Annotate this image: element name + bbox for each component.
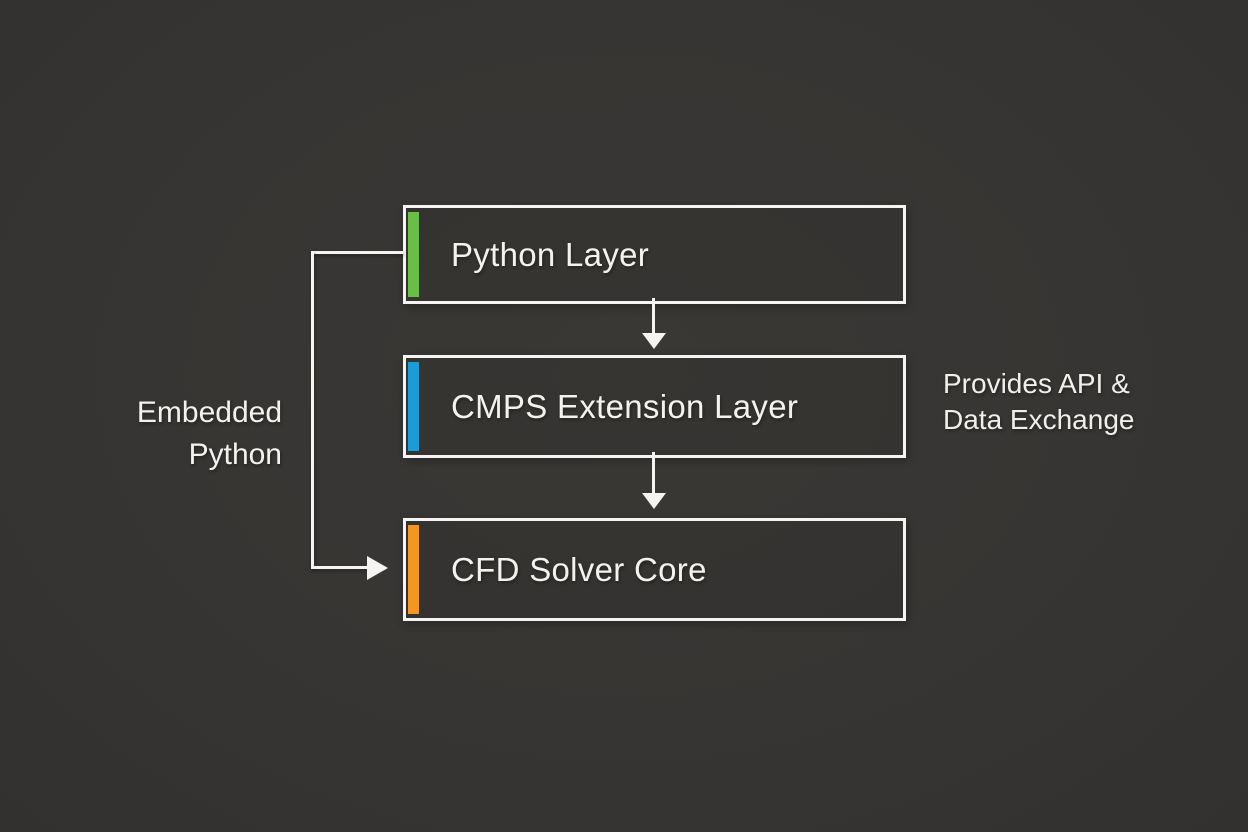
accent-bar-orange xyxy=(408,525,419,614)
api-annotation: Provides API & Data Exchange xyxy=(943,366,1134,438)
embedded-python-line2: Python xyxy=(188,438,282,471)
arrowhead-right-icon xyxy=(367,556,388,580)
node-cmps-extension-layer: CMPS Extension Layer xyxy=(403,355,906,458)
node-python-layer: Python Layer xyxy=(403,205,906,304)
bracket-bottom-segment xyxy=(311,566,368,569)
bracket-top-segment xyxy=(311,251,403,254)
node-label: CFD Solver Core xyxy=(451,550,707,588)
arrowhead-down-2-icon xyxy=(642,493,666,509)
node-label: Python Layer xyxy=(451,235,650,273)
accent-bar-blue xyxy=(408,362,419,451)
embedded-python-label: Embedded Python xyxy=(60,392,282,476)
api-annotation-line2: Data Exchange xyxy=(943,404,1135,435)
arrowhead-down-1-icon xyxy=(642,333,666,349)
embedded-python-line1: Embedded xyxy=(136,396,282,429)
api-annotation-line1: Provides API & xyxy=(943,368,1130,399)
node-cfd-solver-core: CFD Solver Core xyxy=(403,518,906,621)
bracket-vertical-segment xyxy=(311,251,314,569)
connector-line-2 xyxy=(652,452,655,494)
node-label: CMPS Extension Layer xyxy=(451,387,799,425)
accent-bar-green xyxy=(408,212,419,297)
connector-line-1 xyxy=(652,298,655,334)
